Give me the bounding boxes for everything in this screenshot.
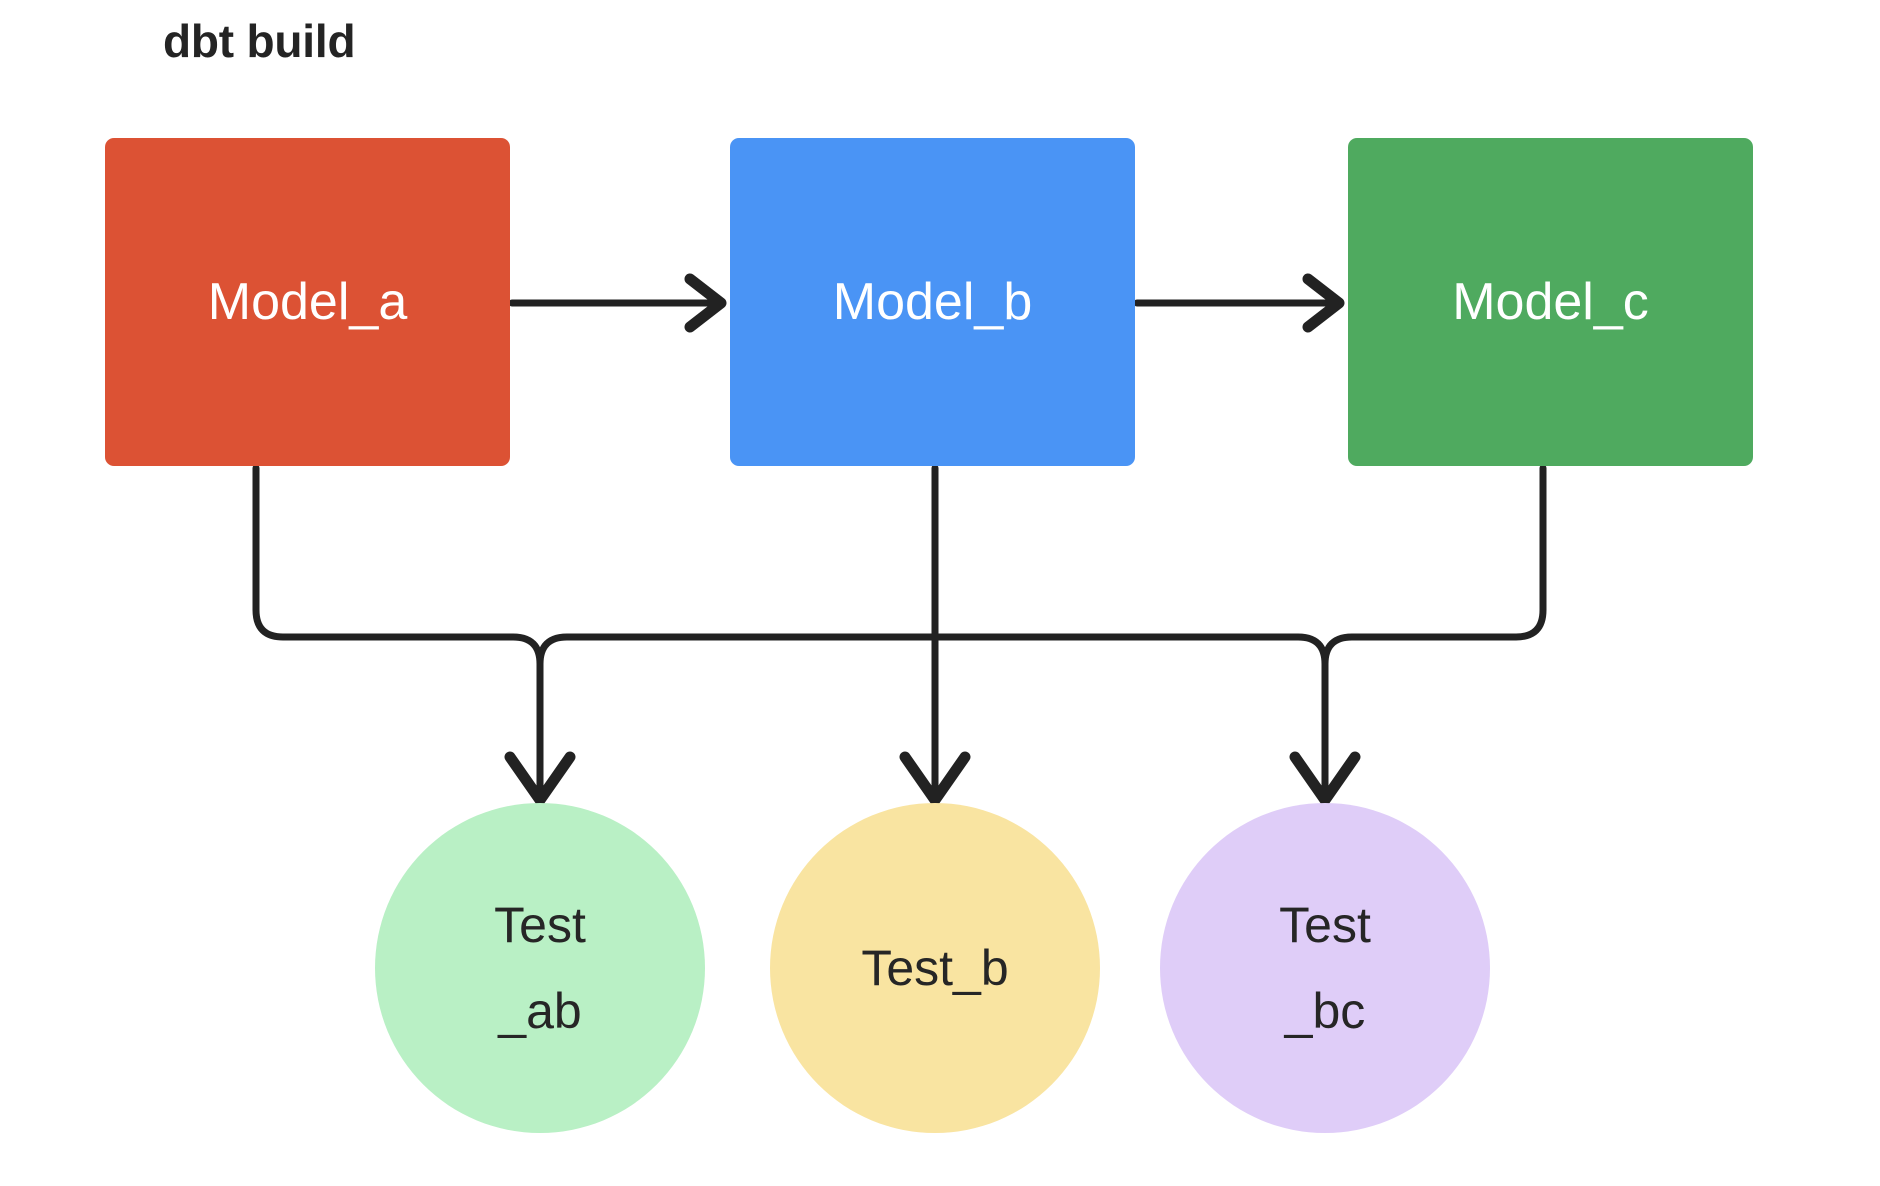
edge-model-b-to-test-b [899, 464, 971, 806]
node-test-ab-label: Test _ab [494, 897, 586, 1039]
node-model-a[interactable]: Model_a [105, 138, 510, 466]
node-model-c[interactable]: Model_c [1348, 138, 1753, 466]
edge-model-a-to-test-ab [252, 464, 576, 806]
page-title: dbt build [163, 15, 356, 67]
node-model-b[interactable]: Model_b [730, 138, 1135, 466]
edge-model-c-to-test-bc [1321, 464, 1547, 668]
node-test-b[interactable]: Test_b [770, 803, 1100, 1133]
edge-model-b-to-test-ab [536, 633, 939, 668]
node-test-ab[interactable]: Test _ab [375, 803, 705, 1133]
node-test-b-label: Test_b [861, 940, 1009, 996]
node-model-a-label: Model_a [207, 273, 408, 331]
edge-model-b-to-model-c [1133, 273, 1345, 333]
node-test-bc[interactable]: Test _bc [1160, 803, 1490, 1133]
edge-model-b-to-test-bc [931, 633, 1361, 806]
node-model-b-label: Model_b [832, 273, 1033, 331]
node-test-bc-label: Test _bc [1279, 897, 1371, 1039]
node-model-c-label: Model_c [1452, 273, 1649, 331]
edge-model-a-to-model-b [508, 273, 727, 333]
